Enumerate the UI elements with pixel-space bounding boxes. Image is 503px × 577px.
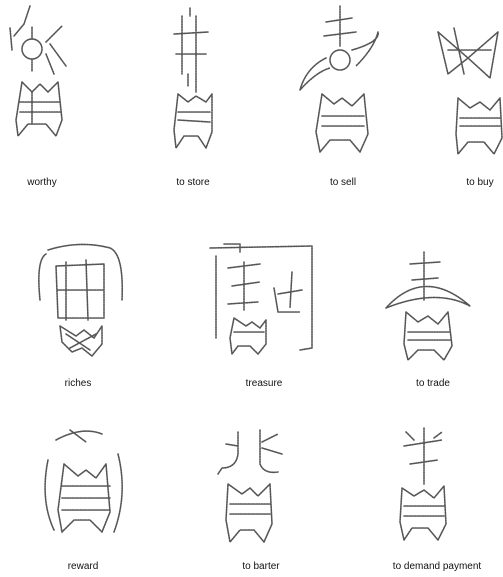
caption-to-barter: to barter [242,561,279,573]
shell-character-to-sell-icon [296,2,388,167]
shell-character-worthy-icon [2,2,72,162]
shell-character-to-buy-icon [428,14,503,164]
caption-to-sell: to sell [330,177,356,189]
caption-worthy: worthy [27,177,56,189]
caption-to-demand-payment: to demand payment [393,561,481,573]
shell-character-to-store-icon [160,2,220,162]
caption-reward: reward [68,561,99,573]
caption-to-store: to store [176,177,209,189]
caption-riches: riches [65,378,92,390]
caption-to-trade: to trade [416,378,450,390]
shell-character-to-trade-icon [376,248,476,363]
caption-treasure: treasure [246,378,283,390]
shell-character-riches-icon [30,240,130,360]
shell-character-reward-icon [30,420,140,550]
shell-character-to-demand-payment-icon [384,424,464,554]
shell-character-treasure-icon [200,238,320,358]
shell-character-to-barter-icon [208,424,298,554]
caption-to-buy: to buy [466,177,493,189]
